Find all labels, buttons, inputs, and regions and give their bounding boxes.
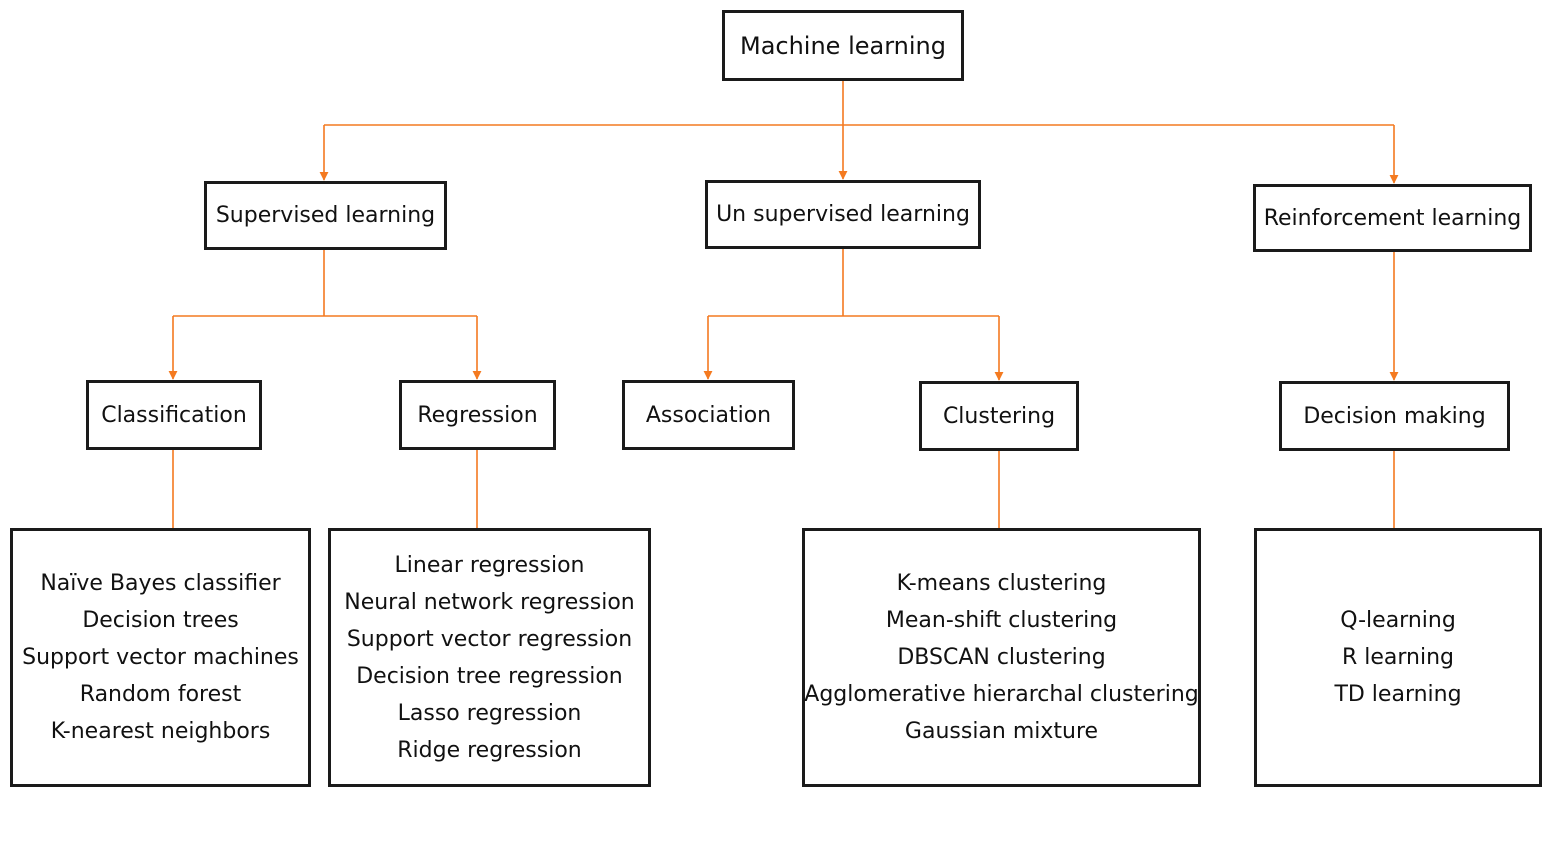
list-item: Decision tree regression	[356, 663, 623, 689]
list-item: Support vector machines	[22, 645, 299, 670]
reinforcement-methods-box: Q-learning R learning TD learning	[1254, 528, 1542, 787]
clustering-methods-box: K-means clustering Mean-shift clustering…	[802, 528, 1201, 787]
list-item: Linear regression	[394, 552, 585, 578]
list-item: Ridge regression	[397, 737, 582, 763]
list-item: Naïve Bayes classifier	[40, 571, 281, 596]
node-decision-making: Decision making	[1279, 381, 1510, 451]
list-item: R learning	[1341, 645, 1455, 670]
list-item: Gaussian mixture	[904, 719, 1099, 744]
list-item: Lasso regression	[397, 700, 582, 726]
node-reinforcement-learning: Reinforcement learning	[1253, 184, 1532, 252]
list-item: Agglomerative hierarchal clustering	[804, 682, 1199, 707]
regression-methods-box: Linear regression Neural network regress…	[328, 528, 651, 787]
node-regression: Regression	[399, 380, 556, 450]
node-clustering: Clustering	[919, 381, 1079, 451]
list-item: K-nearest neighbors	[50, 719, 271, 744]
node-classification: Classification	[86, 380, 262, 450]
list-item: Random forest	[79, 682, 242, 707]
list-item: TD learning	[1334, 682, 1462, 707]
list-item: K-means clustering	[896, 571, 1107, 596]
node-supervised-learning: Supervised learning	[204, 181, 447, 250]
node-association: Association	[622, 380, 795, 450]
list-item: Mean-shift clustering	[885, 608, 1118, 633]
node-unsupervised-learning: Un supervised learning	[705, 180, 981, 249]
list-item: Decision trees	[82, 608, 239, 633]
list-item: Neural network regression	[344, 589, 635, 615]
classification-methods-box: Naïve Bayes classifier Decision trees Su…	[10, 528, 311, 787]
list-item: DBSCAN clustering	[897, 645, 1106, 670]
node-machine-learning: Machine learning	[722, 10, 964, 81]
list-item: Q-learning	[1340, 608, 1456, 633]
list-item: Support vector regression	[346, 626, 633, 652]
